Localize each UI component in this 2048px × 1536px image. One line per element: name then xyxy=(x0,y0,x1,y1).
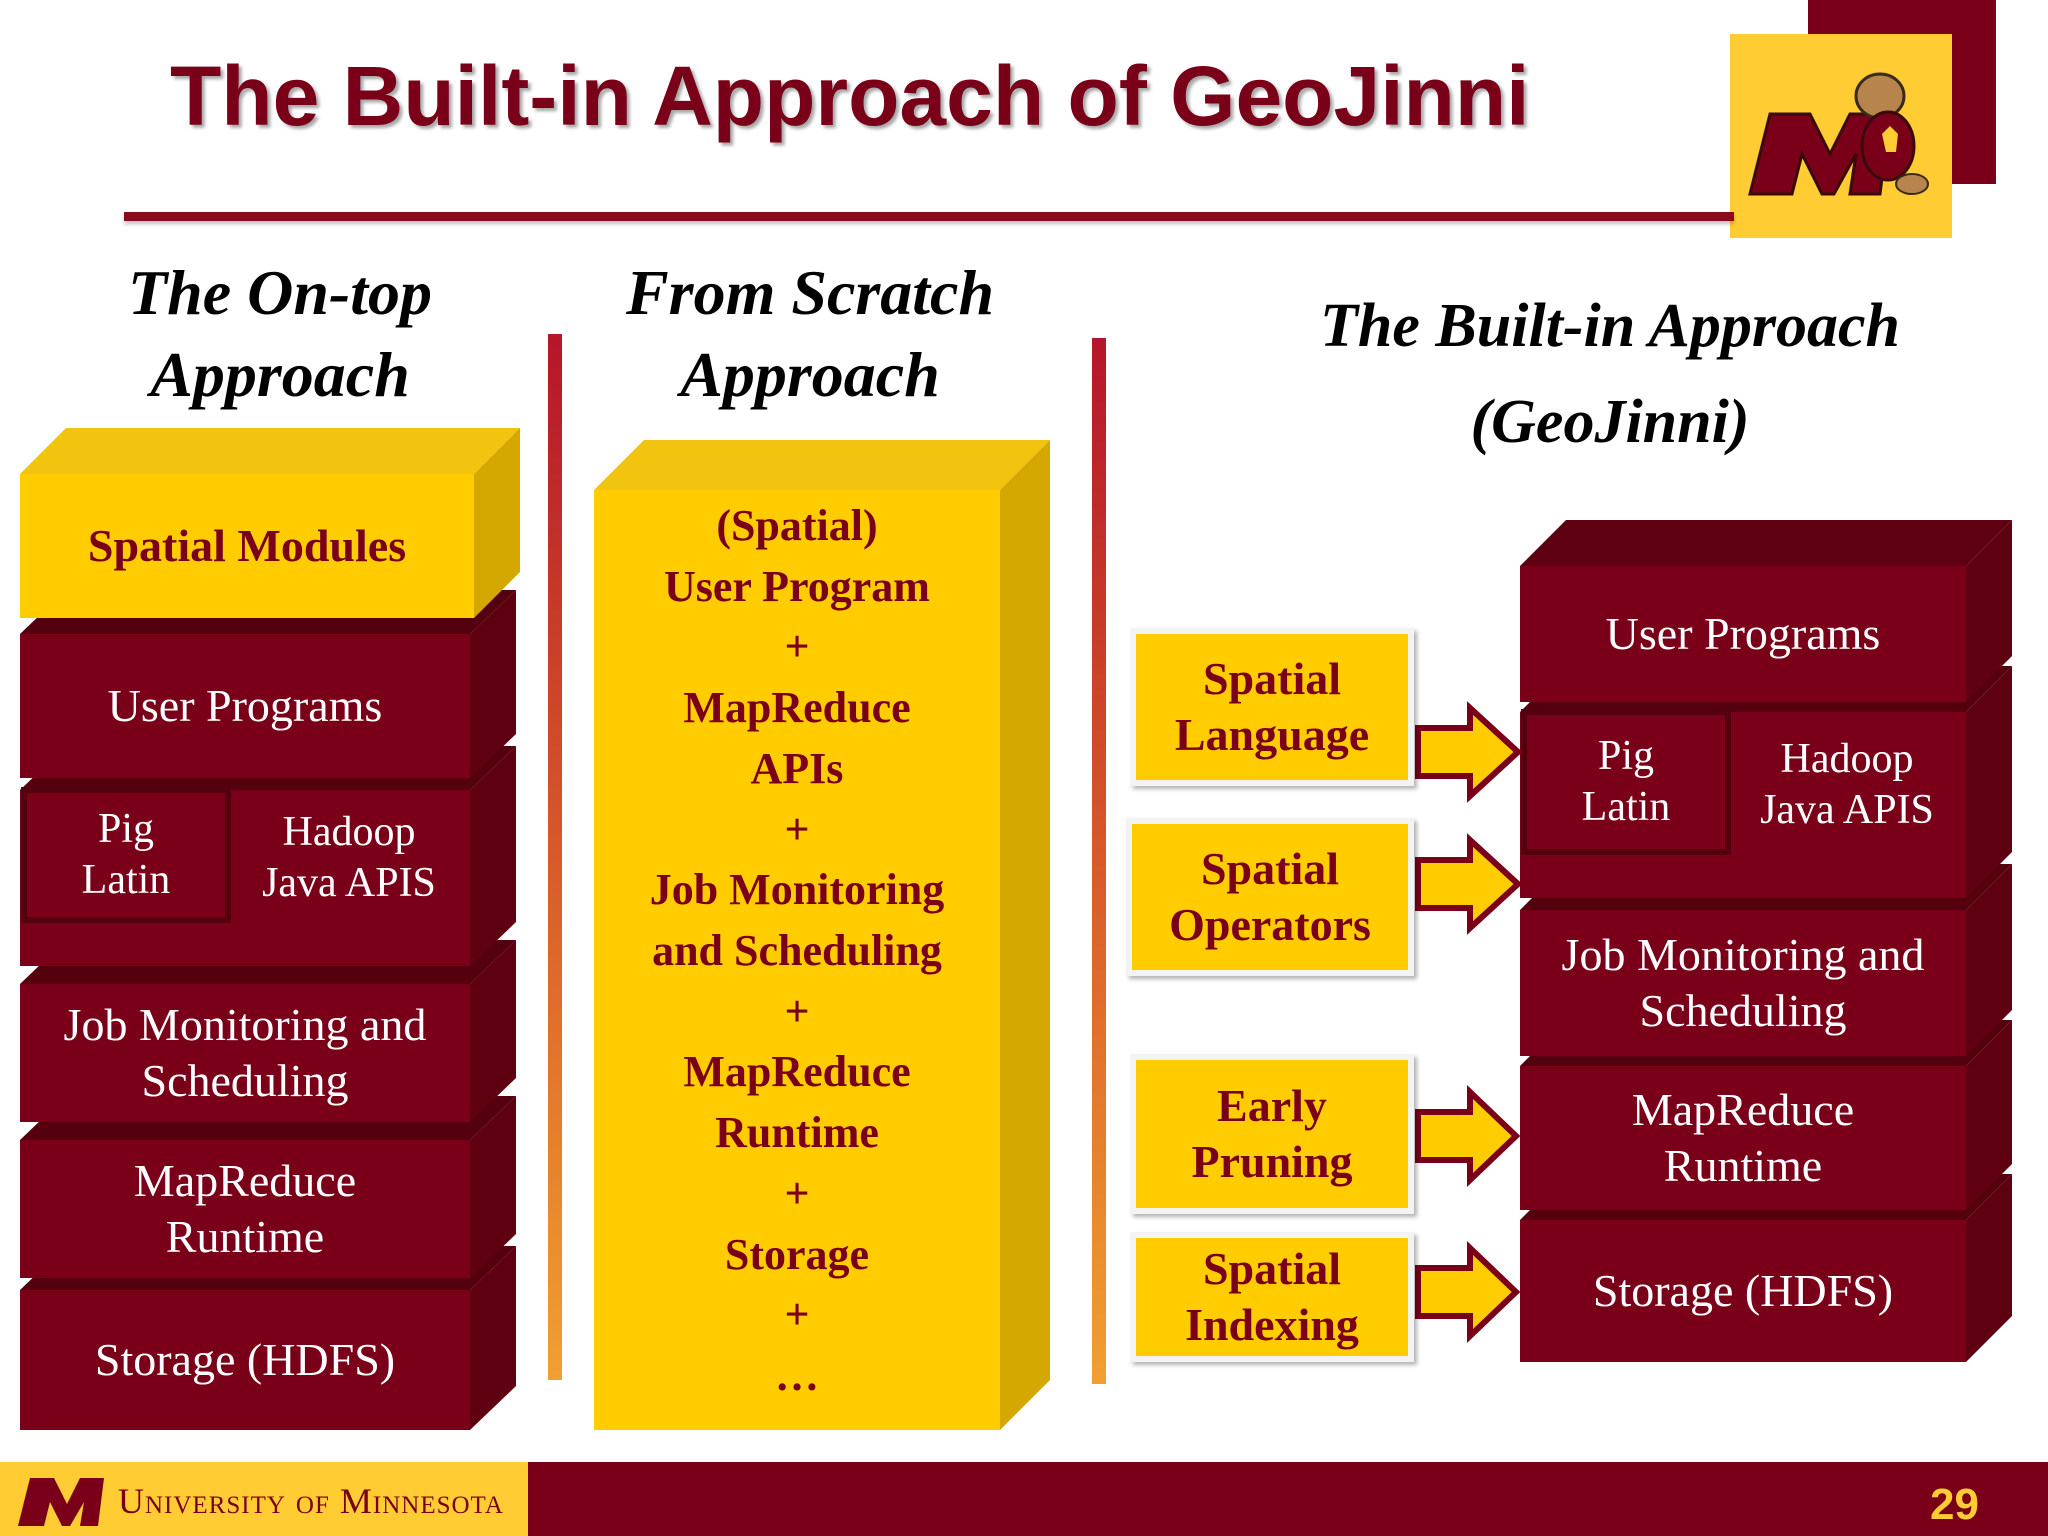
university-name: University of Minnesota xyxy=(118,1481,504,1521)
spatial-language-box: Spatial Language xyxy=(1130,628,1414,786)
builtin-heading: The Built-in Approach (GeoJinni) xyxy=(1320,292,1900,457)
page-number: 29 xyxy=(1930,1480,1979,1529)
ontop-storage-label: Storage (HDFS) xyxy=(94,1333,396,1385)
ontop-mapreduce-runtime-label: MapReduce Runtime xyxy=(133,1154,357,1262)
ontop-pig-latin-label: Pig Latin xyxy=(81,805,171,903)
arrow-spatial-operators xyxy=(1415,833,1523,935)
ontop-stack xyxy=(20,428,520,1430)
spatial-indexing-box: Spatial Indexing xyxy=(1130,1232,1414,1362)
arrow-spatial-indexing xyxy=(1415,1240,1521,1344)
column-divider-right xyxy=(1092,338,1106,1384)
scratch-stack xyxy=(594,440,1050,1430)
builtin-storage-label: Storage (HDFS) xyxy=(1592,1264,1894,1316)
scratch-stack-label: (Spatial) User Program + MapReduce APIs … xyxy=(649,501,945,1401)
builtin-hadoop-java-label: Hadoop Java APIS xyxy=(1760,735,1934,833)
ontop-job-monitoring-label: Job Monitoring and Scheduling xyxy=(63,998,427,1106)
builtin-pig-latin-label: Pig Latin xyxy=(1581,732,1671,830)
builtin-mapreduce-runtime-label: MapReduce Runtime xyxy=(1631,1083,1855,1191)
ontop-spatial-modules-label: Spatial Modules xyxy=(87,519,407,571)
builtin-stack xyxy=(1520,520,2012,1362)
column-divider-left xyxy=(548,334,562,1380)
scratch-heading: From Scratch Approach xyxy=(625,257,995,410)
goldy-gopher-m-icon xyxy=(1730,34,1952,238)
footer-logo-panel xyxy=(0,1462,528,1536)
builtin-job-monitoring-label: Job Monitoring and Scheduling xyxy=(1561,928,1925,1036)
early-pruning-box: Early Pruning xyxy=(1130,1054,1414,1214)
ontop-heading: The On-top Approach xyxy=(128,257,432,410)
arrow-spatial-language xyxy=(1415,701,1523,803)
builtin-user-programs-label: User Programs xyxy=(1605,607,1881,659)
university-m-icon xyxy=(18,1478,104,1526)
university-logo xyxy=(1730,34,1952,238)
title-rule xyxy=(124,212,1734,221)
arrow-early-pruning xyxy=(1415,1084,1521,1188)
spatial-operators-box: Spatial Operators xyxy=(1126,818,1414,976)
slide-title: The Built-in Approach of GeoJinni xyxy=(170,49,1530,143)
ontop-user-programs-label: User Programs xyxy=(107,679,383,731)
ontop-hadoop-java-label: Hadoop Java APIS xyxy=(262,808,436,906)
